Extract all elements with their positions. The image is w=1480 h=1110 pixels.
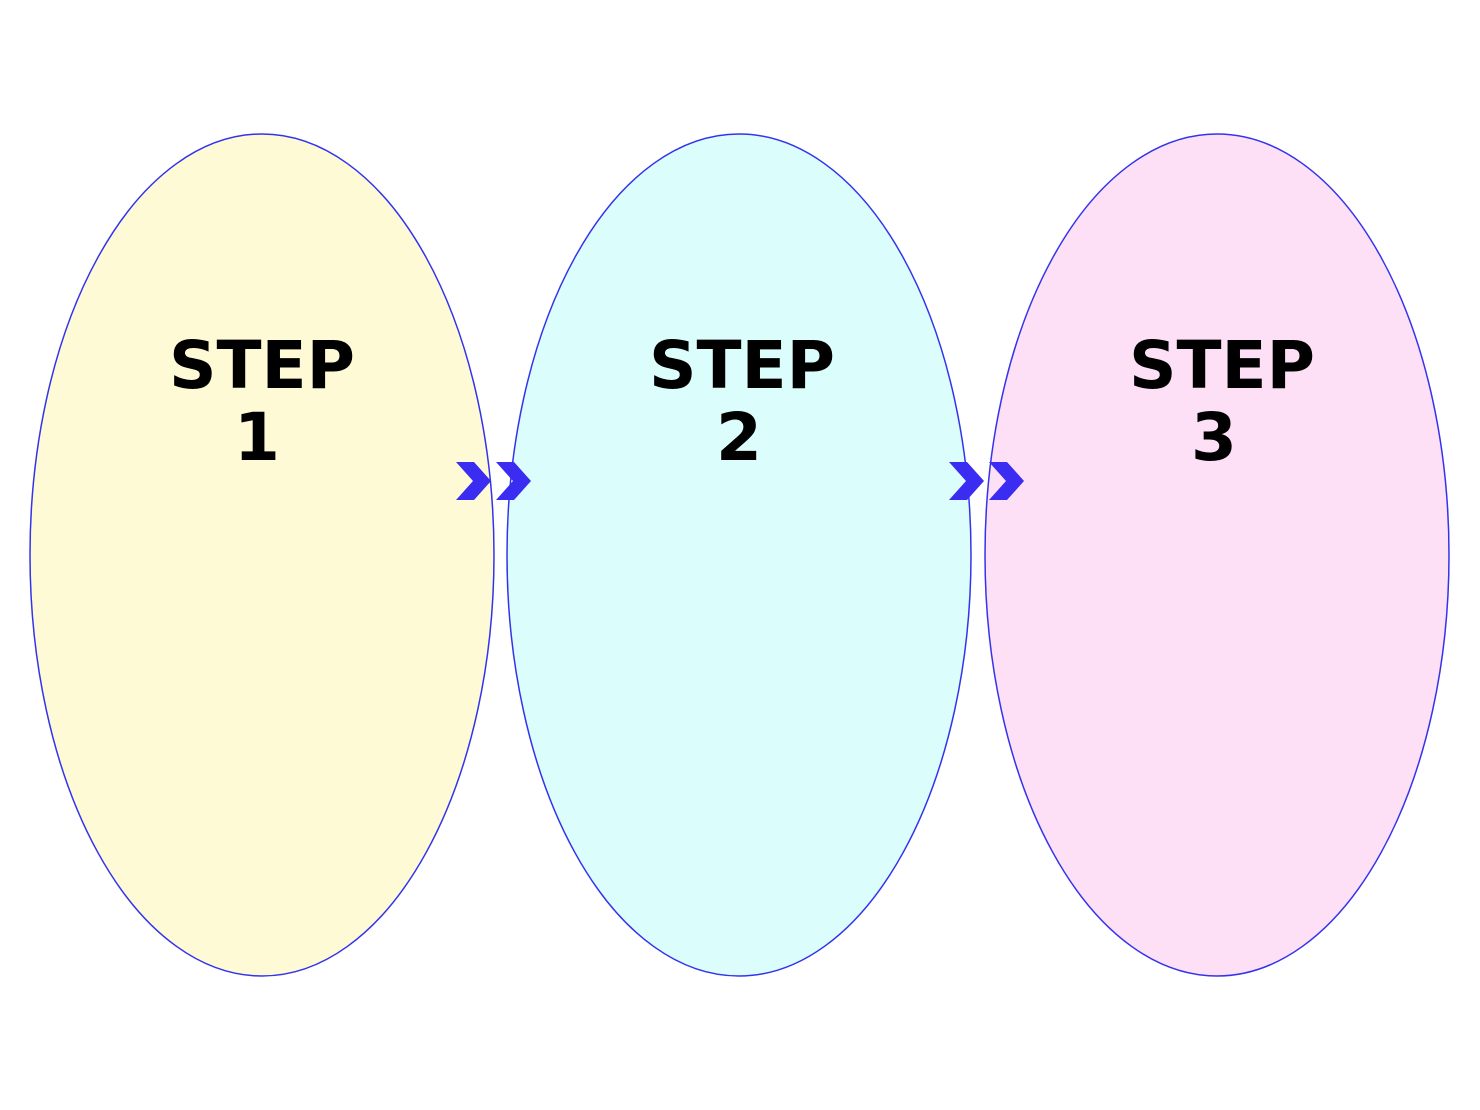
step-3-label: STEP bbox=[1129, 327, 1315, 404]
step-2-ellipse bbox=[506, 133, 972, 977]
step-3-number: 3 bbox=[1191, 399, 1237, 476]
chevron-right-icon bbox=[456, 462, 491, 500]
step-1-number: 1 bbox=[234, 399, 280, 476]
step-1: STEP 1 bbox=[29, 133, 495, 977]
chevron-right-icon bbox=[496, 462, 531, 500]
chevron-right-icon bbox=[989, 462, 1024, 500]
step-2: STEP 2 bbox=[506, 133, 972, 977]
chevron-right-icon bbox=[949, 462, 984, 500]
step-2-number: 2 bbox=[716, 399, 762, 476]
step-1-label: STEP bbox=[169, 327, 355, 404]
step-3-ellipse bbox=[984, 133, 1450, 977]
step-2-label: STEP bbox=[649, 327, 835, 404]
step-1-ellipse bbox=[29, 133, 495, 977]
double-chevron-right-icon bbox=[456, 462, 531, 500]
double-chevron-right-icon bbox=[949, 462, 1024, 500]
step-3: STEP 3 bbox=[984, 133, 1450, 977]
